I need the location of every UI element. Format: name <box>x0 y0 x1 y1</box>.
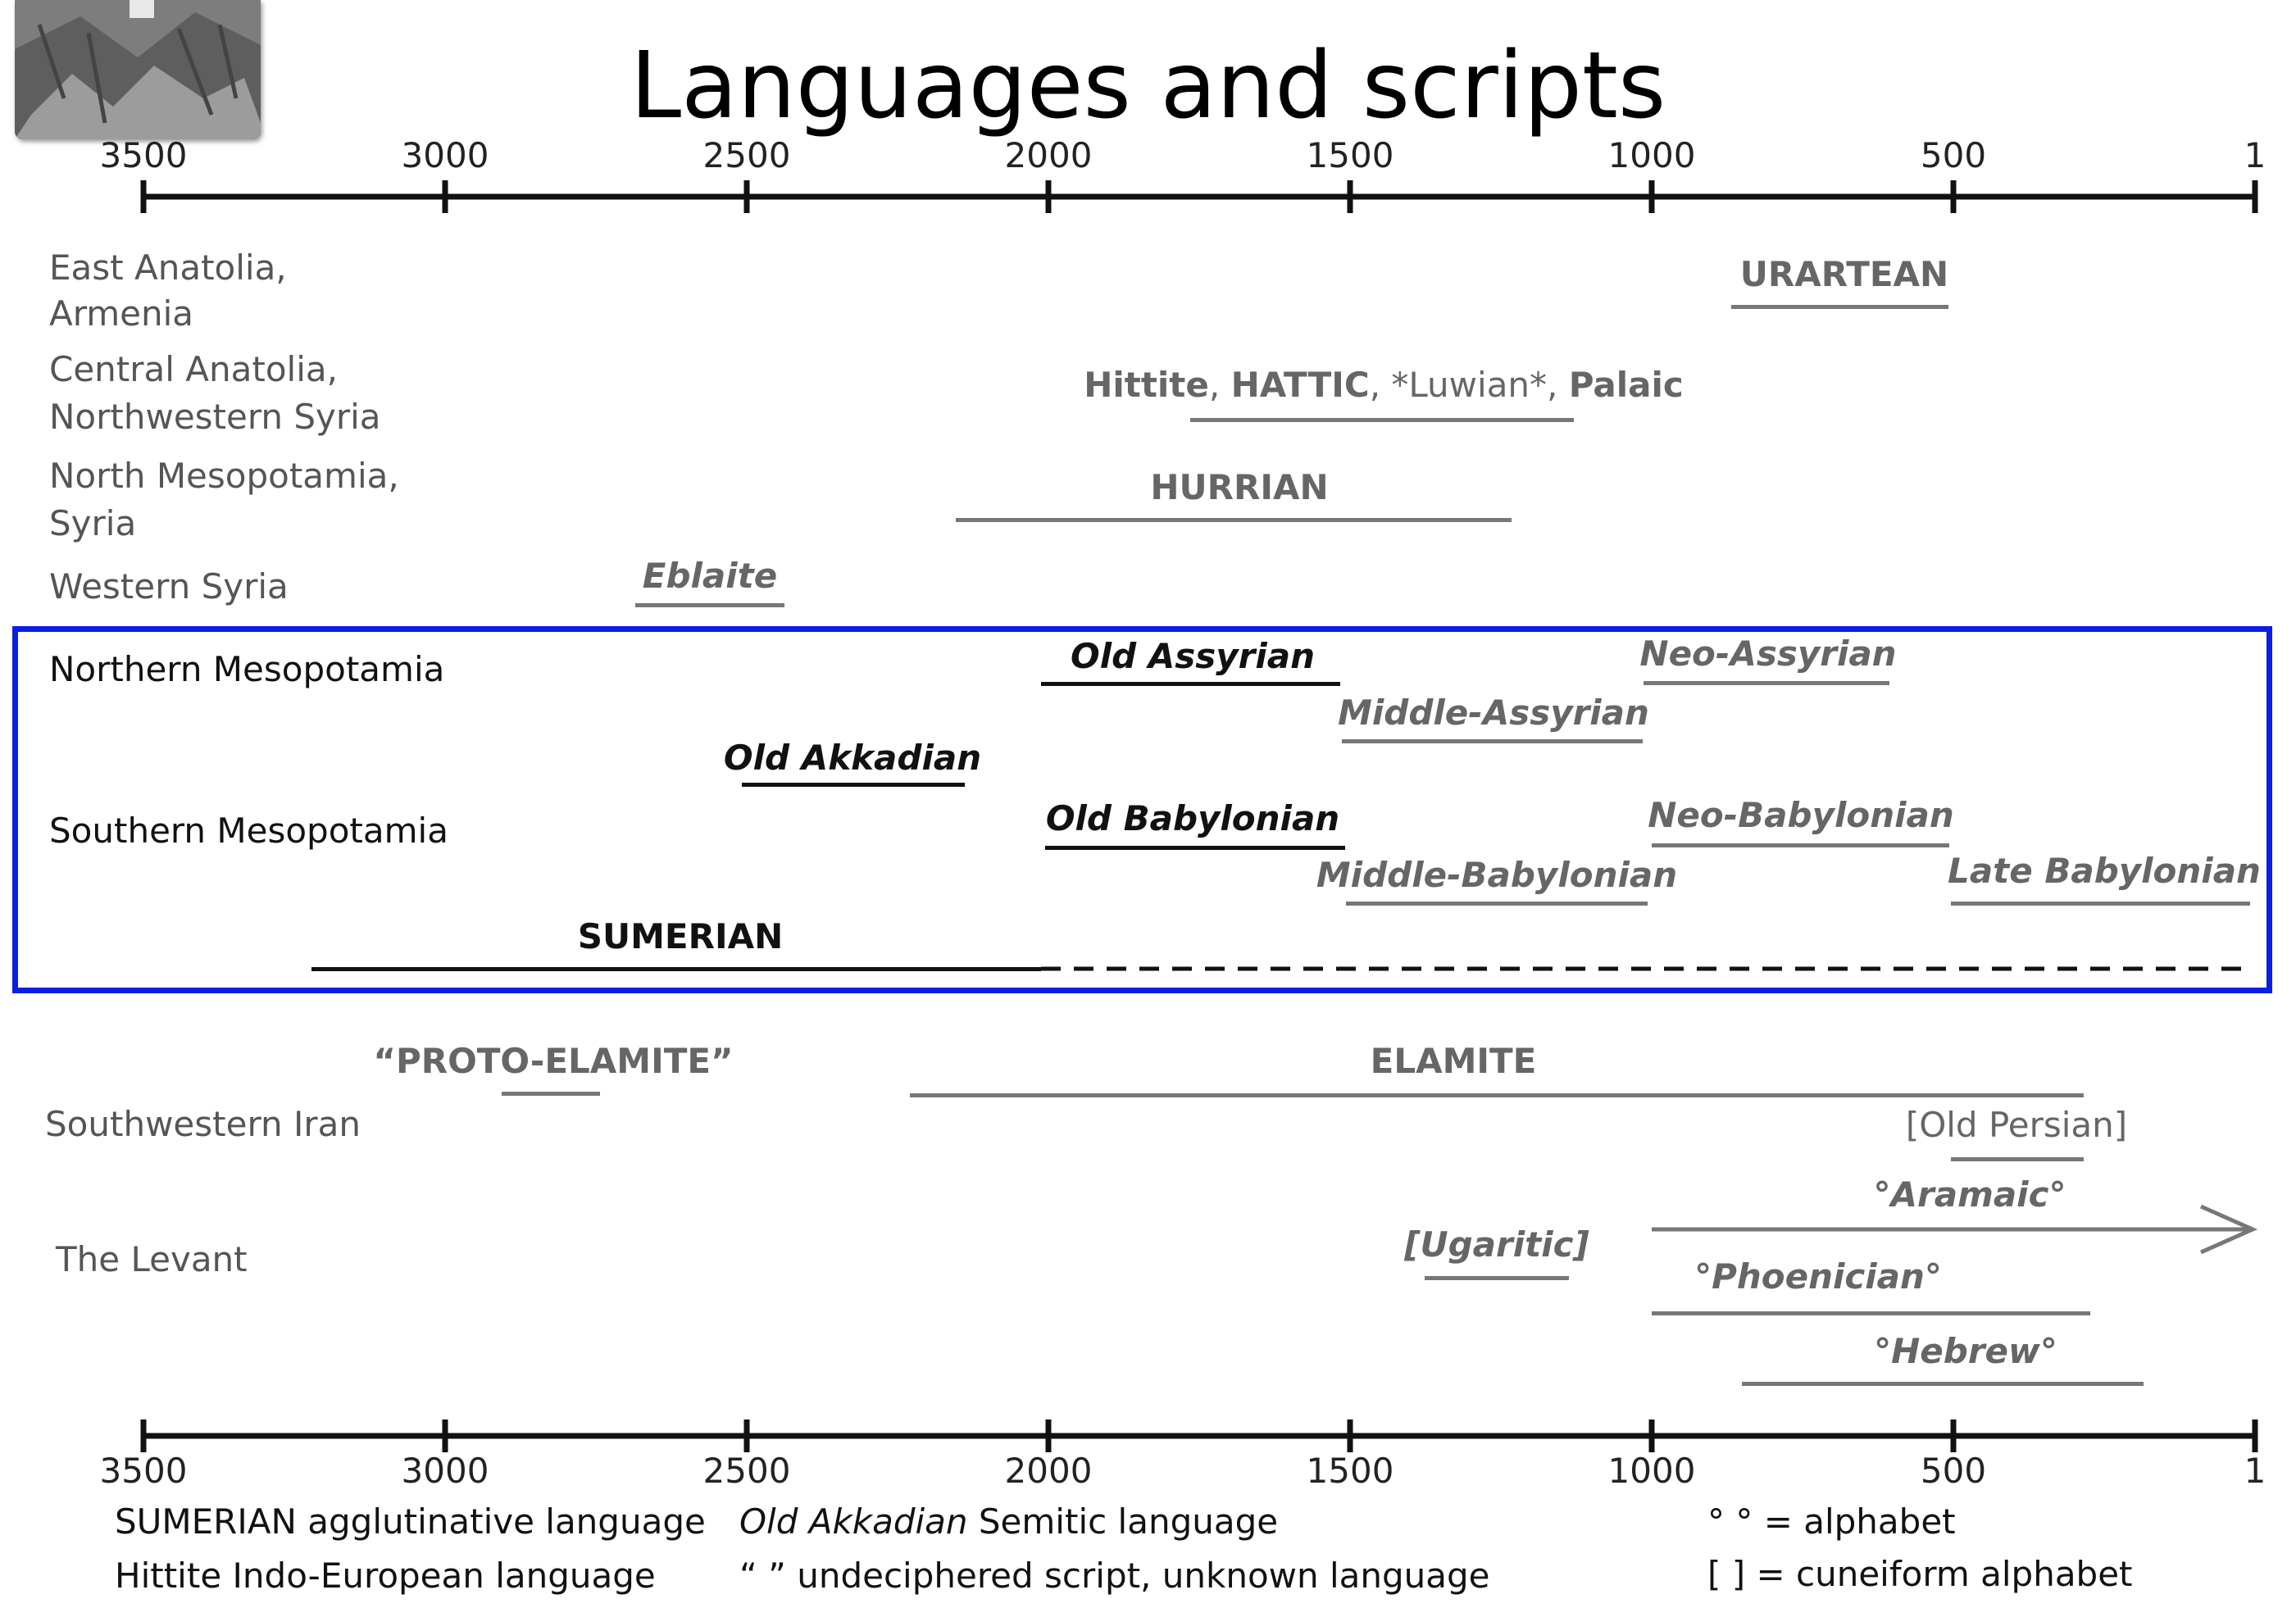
mesopotamia-highlight-box <box>12 626 2272 993</box>
bottom-tick-label: 2000 <box>1004 1451 1093 1491</box>
language-anatolian-group: Hittite, HATTIC, *Luwian*, Palaic <box>1084 365 1684 405</box>
language-aramaic: °Aramaic° <box>1873 1174 2066 1215</box>
region-central-anatolia-line2: Northwestern Syria <box>49 397 381 437</box>
middle-assyrian-bar <box>1342 739 1643 743</box>
language-elamite: ELAMITE <box>1370 1041 1537 1081</box>
elamite-bar <box>910 1093 2084 1097</box>
phoenician-bar <box>1652 1311 2090 1315</box>
legend-old-akkadian-text: Semitic language <box>967 1501 1279 1542</box>
bottom-tick-label: 500 <box>1920 1451 1987 1491</box>
late-babylonian-bar <box>1951 902 2250 906</box>
region-northern-mesopotamia: Northern Mesopotamia <box>49 649 445 689</box>
legend-hittite-text: Indo-European language <box>221 1556 656 1596</box>
language-urartean: URARTEAN <box>1739 254 1949 294</box>
ugaritic-bar <box>1425 1276 1569 1280</box>
bottom-tick-label: 1 <box>2244 1451 2266 1491</box>
language-old-akkadian: Old Akkadian <box>723 738 982 778</box>
bottom-tick-label: 3500 <box>99 1451 188 1491</box>
top-tick-label: 2000 <box>1004 135 1093 175</box>
eblaite-bar <box>635 603 784 607</box>
legend-sumerian: SUMERIAN agglutinative language <box>115 1501 706 1542</box>
language-luwian: *Luwian* <box>1391 365 1548 405</box>
region-east-anatolia-line2: Armenia <box>49 293 194 334</box>
legend-old-akkadian: Old Akkadian Semitic language <box>739 1501 1278 1542</box>
language-hittite: Hittite <box>1084 365 1209 405</box>
proto-elamite-bar <box>502 1092 600 1096</box>
bottom-tick-label: 3000 <box>401 1451 489 1491</box>
legend-undeciphered: “ ” undeciphered script, unknown languag… <box>739 1556 1490 1596</box>
language-late-babylonian: Late Babylonian <box>1948 851 2261 891</box>
language-hebrew: °Hebrew° <box>1874 1331 2057 1371</box>
neo-assyrian-bar <box>1644 681 1889 685</box>
language-hattic: HATTIC <box>1230 365 1370 405</box>
legend-alphabet: ° ° = alphabet <box>1707 1501 1956 1542</box>
old-assyrian-bar <box>1041 682 1340 686</box>
bottom-tick-label: 1000 <box>1607 1451 1696 1491</box>
language-old-babylonian: Old Babylonian <box>1045 798 1340 838</box>
old-babylonian-bar <box>1045 846 1345 850</box>
hebrew-bar <box>1742 1382 2144 1386</box>
legend-sumerian-term: SUMERIAN <box>115 1501 297 1542</box>
top-tick-label: 3500 <box>99 135 188 175</box>
legend-cuneiform-alphabet: [ ] = cuneiform alphabet <box>1707 1554 2133 1594</box>
relief-thumbnail-image <box>15 0 261 139</box>
anatolian-bar <box>1190 418 1574 422</box>
top-tick-label: 2500 <box>702 135 791 175</box>
top-tick-label: 1000 <box>1607 135 1696 175</box>
old-persian-bar <box>1951 1157 2084 1161</box>
top-tick-label: 1500 <box>1306 135 1394 175</box>
region-east-anatolia: East Anatolia, <box>49 248 287 288</box>
sumerian-bar <box>311 967 1041 971</box>
language-hurrian: HURRIAN <box>1150 467 1329 507</box>
region-southwestern-iran: Southwestern Iran <box>45 1104 361 1144</box>
language-sumerian: SUMERIAN <box>577 916 784 956</box>
region-north-mesopotamia-syria-line2: Syria <box>49 503 137 543</box>
legend-old-akkadian-term: Old Akkadian <box>739 1501 968 1542</box>
region-the-levant: The Levant <box>56 1239 248 1279</box>
language-ugaritic: [Ugaritic] <box>1404 1224 1589 1265</box>
legend-sumerian-text: agglutinative language <box>296 1501 706 1542</box>
page-title: Languages and scripts <box>630 33 1666 139</box>
language-eblaite: Eblaite <box>642 556 778 596</box>
legend-hittite-term: Hittite <box>115 1556 222 1596</box>
region-western-syria: Western Syria <box>49 566 289 606</box>
region-southern-mesopotamia: Southern Mesopotamia <box>49 811 448 851</box>
top-tick-label: 500 <box>1920 135 1987 175</box>
region-central-anatolia: Central Anatolia, <box>49 349 338 389</box>
language-phoenician: °Phoenician° <box>1694 1256 1942 1297</box>
language-middle-assyrian: Middle-Assyrian <box>1338 693 1649 733</box>
top-tick-label: 3000 <box>401 135 489 175</box>
middle-babylonian-bar <box>1346 902 1648 906</box>
language-proto-elamite: “PROTO-ELAMITE” <box>373 1041 734 1081</box>
old-akkadian-bar <box>742 783 965 787</box>
language-old-persian: [Old Persian] <box>1905 1105 2128 1145</box>
legend-hittite: Hittite Indo-European language <box>115 1556 656 1596</box>
language-middle-babylonian: Middle-Babylonian <box>1316 855 1678 895</box>
language-neo-babylonian: Neo-Babylonian <box>1648 795 1954 835</box>
bottom-tick-label: 1500 <box>1306 1451 1394 1491</box>
neo-babylonian-bar <box>1652 843 1949 847</box>
language-neo-assyrian: Neo-Assyrian <box>1639 634 1897 674</box>
language-old-assyrian: Old Assyrian <box>1070 636 1316 676</box>
urartean-bar <box>1731 305 1948 309</box>
hurrian-bar <box>956 518 1512 522</box>
bottom-tick-label: 2500 <box>702 1451 791 1491</box>
language-palaic: Palaic <box>1568 365 1684 405</box>
region-north-mesopotamia-syria: North Mesopotamia, <box>49 456 399 496</box>
top-tick-label: 1 <box>2244 135 2266 175</box>
